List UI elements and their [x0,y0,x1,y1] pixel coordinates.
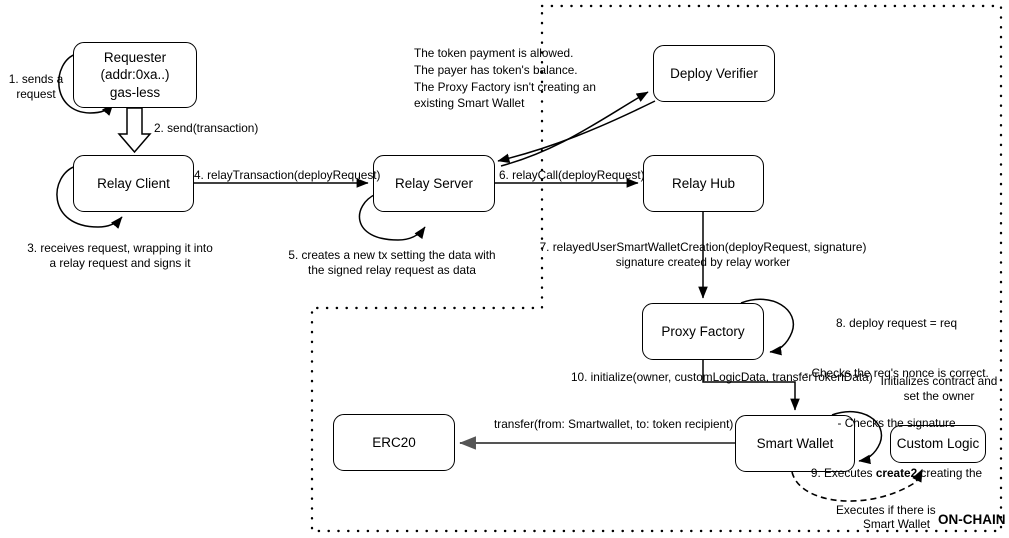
node-deploy-verifier[interactable]: Deploy Verifier [653,45,775,102]
node-custom-logic[interactable]: Custom Logic [890,425,986,463]
on-chain-boundary-label: ON-CHAIN [938,512,1006,527]
node-relay-server-label: Relay Server [394,175,474,191]
annotation-factory-line-2: - Checks the req's nonce is correct. [804,365,989,380]
edge-verifier-to-server [497,100,656,163]
node-smart-wallet-label: Smart Wallet [756,435,834,451]
edge-send-transaction [117,107,152,154]
annotation-factory-line-1: 8. deploy request = req [836,315,957,330]
edge-relay-server-self [358,193,426,241]
edge-smart-wallet-self [831,410,883,465]
node-relay-client-label: Relay Client [97,175,170,191]
annotation-verifier-checks: The token payment is allowed. The payer … [414,46,596,111]
node-relay-client[interactable]: Relay Client [73,155,194,212]
node-relay-hub-label: Relay Hub [671,175,736,191]
edge-relay-client-self [56,165,123,229]
edge-label-step1: 1. sends a request [8,72,64,102]
edge-label-step4: 4. relayTransaction(deployRequest) [194,168,381,182]
edge-server-to-verifier [500,91,649,167]
annotation-factory-checks: 8. deploy request = req - Checks the req… [784,281,1009,538]
edge-proxy-factory-self [740,298,795,356]
edge-label-step10: 10. initialize(owner, customLogicData, t… [571,370,873,384]
node-proxy-factory[interactable]: Proxy Factory [642,303,764,360]
edge-label-step6: 6. relayCall(deployRequest) [499,168,645,182]
node-erc20-label: ERC20 [372,434,416,450]
on-chain-boundary [310,4,1003,533]
node-requester[interactable]: Requester (addr:0xa..) gas-less [73,42,197,108]
node-custom-logic-label: Custom Logic [896,436,980,452]
annotation-create2-keyword: create2 [875,466,918,481]
annotation-factory-line-4a: 9. Executes [810,466,876,481]
edge-label-step7: 7. relayedUserSmartWalletCreation(deploy… [539,240,867,270]
edge-label-step2: 2. send(transaction) [154,121,259,135]
edge-requester-self [58,53,114,116]
edge-label-step3: 3. receives request, wrapping it into a … [27,241,213,271]
annotation-factory-line-5: Smart Wallet [862,516,931,531]
annotation-factory-line-3: - Checks the signature [837,416,956,430]
edge-executes-if-there-is [791,468,923,502]
node-requester-label: Requester (addr:0xa..) gas-less [100,50,170,100]
annotation-factory-line-4c: creating the [917,466,983,481]
node-erc20[interactable]: ERC20 [333,414,455,471]
node-smart-wallet[interactable]: Smart Wallet [735,415,855,472]
node-relay-server[interactable]: Relay Server [373,155,495,212]
node-deploy-verifier-label: Deploy Verifier [670,65,758,81]
edge-label-executes-if-there-is: Executes if there is [836,503,936,517]
edge-label-initializes-contract: Initializes contract and set the owner [880,374,998,404]
edge-label-step5: 5. creates a new tx setting the data wit… [288,248,496,278]
edge-initialize [702,360,800,411]
node-proxy-factory-label: Proxy Factory [661,323,745,339]
annotation-factory-line-4: 9. Executes create2 creating the [784,465,1009,482]
node-relay-hub[interactable]: Relay Hub [643,155,764,212]
edge-label-transfer: transfer(from: Smartwallet, to: token re… [494,417,734,431]
